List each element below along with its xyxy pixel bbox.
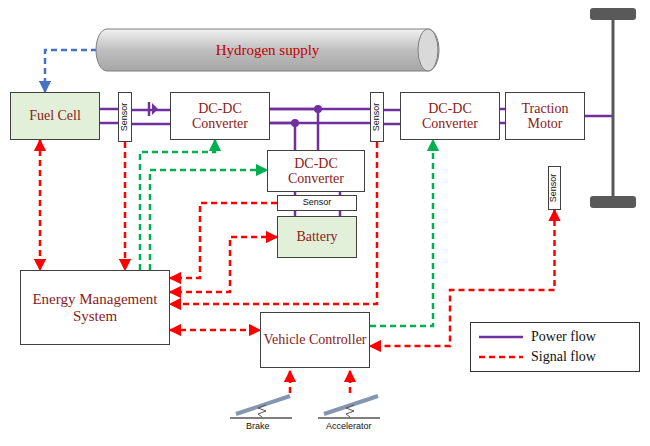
pedal-base (230, 417, 292, 419)
signal-arrow (170, 203, 277, 278)
legend-text: Signal flow (531, 349, 596, 365)
pedal-label: Brake (246, 421, 270, 431)
sensor-box: Sensor (118, 92, 132, 142)
connector-stroke (132, 123, 170, 126)
connector-stroke (384, 123, 400, 126)
battery-box: Battery (277, 216, 357, 258)
controller-box: Energy Management System (20, 270, 170, 345)
motor-box: Traction Motor (505, 92, 585, 140)
tank-cylinder: Hydrogen supply (95, 28, 440, 72)
connector-stroke (124, 142, 127, 270)
node-label: DC-DC Converter (401, 101, 499, 132)
fuel-cell-box: Fuel Cell (10, 92, 100, 140)
converter-box: DC-DC Converter (170, 92, 270, 140)
legend-text: Power flow (531, 329, 596, 345)
power-line (132, 110, 170, 124)
signal-arrow (170, 237, 277, 292)
controller-box: Vehicle Controller (260, 312, 370, 368)
connector-stroke (170, 329, 260, 332)
connector-stroke (100, 108, 118, 111)
legend-sample (479, 332, 523, 342)
wheel (590, 8, 636, 20)
pedal-spring (258, 405, 266, 417)
pedal-spring (346, 405, 354, 417)
accelerator-pedal (324, 396, 378, 414)
power-line (384, 110, 400, 124)
sensor-box: Sensor (548, 166, 561, 210)
connector-stroke (170, 237, 277, 292)
legend-row: Signal flow (479, 347, 631, 367)
connector-stroke (270, 109, 318, 150)
power-line (100, 109, 118, 123)
signal-arrow (125, 142, 126, 270)
connector-stroke (170, 203, 277, 278)
sensor-box: Sensor (277, 195, 357, 211)
connector-stroke (270, 123, 295, 150)
node-label: Traction Motor (506, 101, 584, 132)
pedal-signal (289, 371, 292, 393)
node-label: Sensor (303, 198, 332, 208)
signal-arrow (170, 142, 377, 304)
pedal-signal (349, 371, 352, 393)
pedal-label: Accelerator (326, 421, 372, 431)
connector-stroke (384, 109, 400, 112)
connector-stroke (150, 170, 267, 270)
brake-pedal (236, 396, 290, 414)
connector-stroke (370, 140, 433, 326)
node-label: Sensor (372, 103, 382, 132)
node-label: DC-DC Converter (171, 101, 269, 132)
legend-box: Power flow Signal flow (470, 322, 640, 372)
node-label: Vehicle Controller (263, 332, 366, 347)
power-line (270, 109, 370, 123)
connector-stroke (45, 50, 97, 92)
connector-stroke (170, 142, 377, 304)
signal-arrow (170, 330, 260, 331)
node-label: Energy Management System (21, 291, 169, 324)
connector-stroke (100, 122, 118, 125)
wheel (590, 196, 636, 208)
converter-box: DC-DC Converter (400, 92, 500, 140)
node-label: Fuel Cell (29, 108, 81, 123)
node-label: DC-DC Converter (268, 156, 364, 187)
legend-row: Power flow (479, 327, 631, 347)
axle (612, 16, 615, 202)
connector-stroke (39, 140, 42, 270)
converter-box: DC-DC Converter (267, 150, 365, 192)
signal-arrow (150, 170, 267, 270)
sensor-box: Sensor (370, 92, 384, 142)
signal-arrow (45, 50, 97, 92)
node-label: Sensor (550, 174, 560, 203)
node-label: Sensor (120, 103, 130, 132)
connector-stroke (132, 109, 170, 112)
legend-sample (479, 352, 523, 362)
signal-arrow (40, 140, 41, 270)
power-line (270, 109, 318, 150)
node-label: Battery (296, 229, 337, 244)
pedal-base (318, 417, 380, 419)
signal-arrow (370, 140, 433, 326)
node-label: Hydrogen supply (216, 42, 320, 59)
